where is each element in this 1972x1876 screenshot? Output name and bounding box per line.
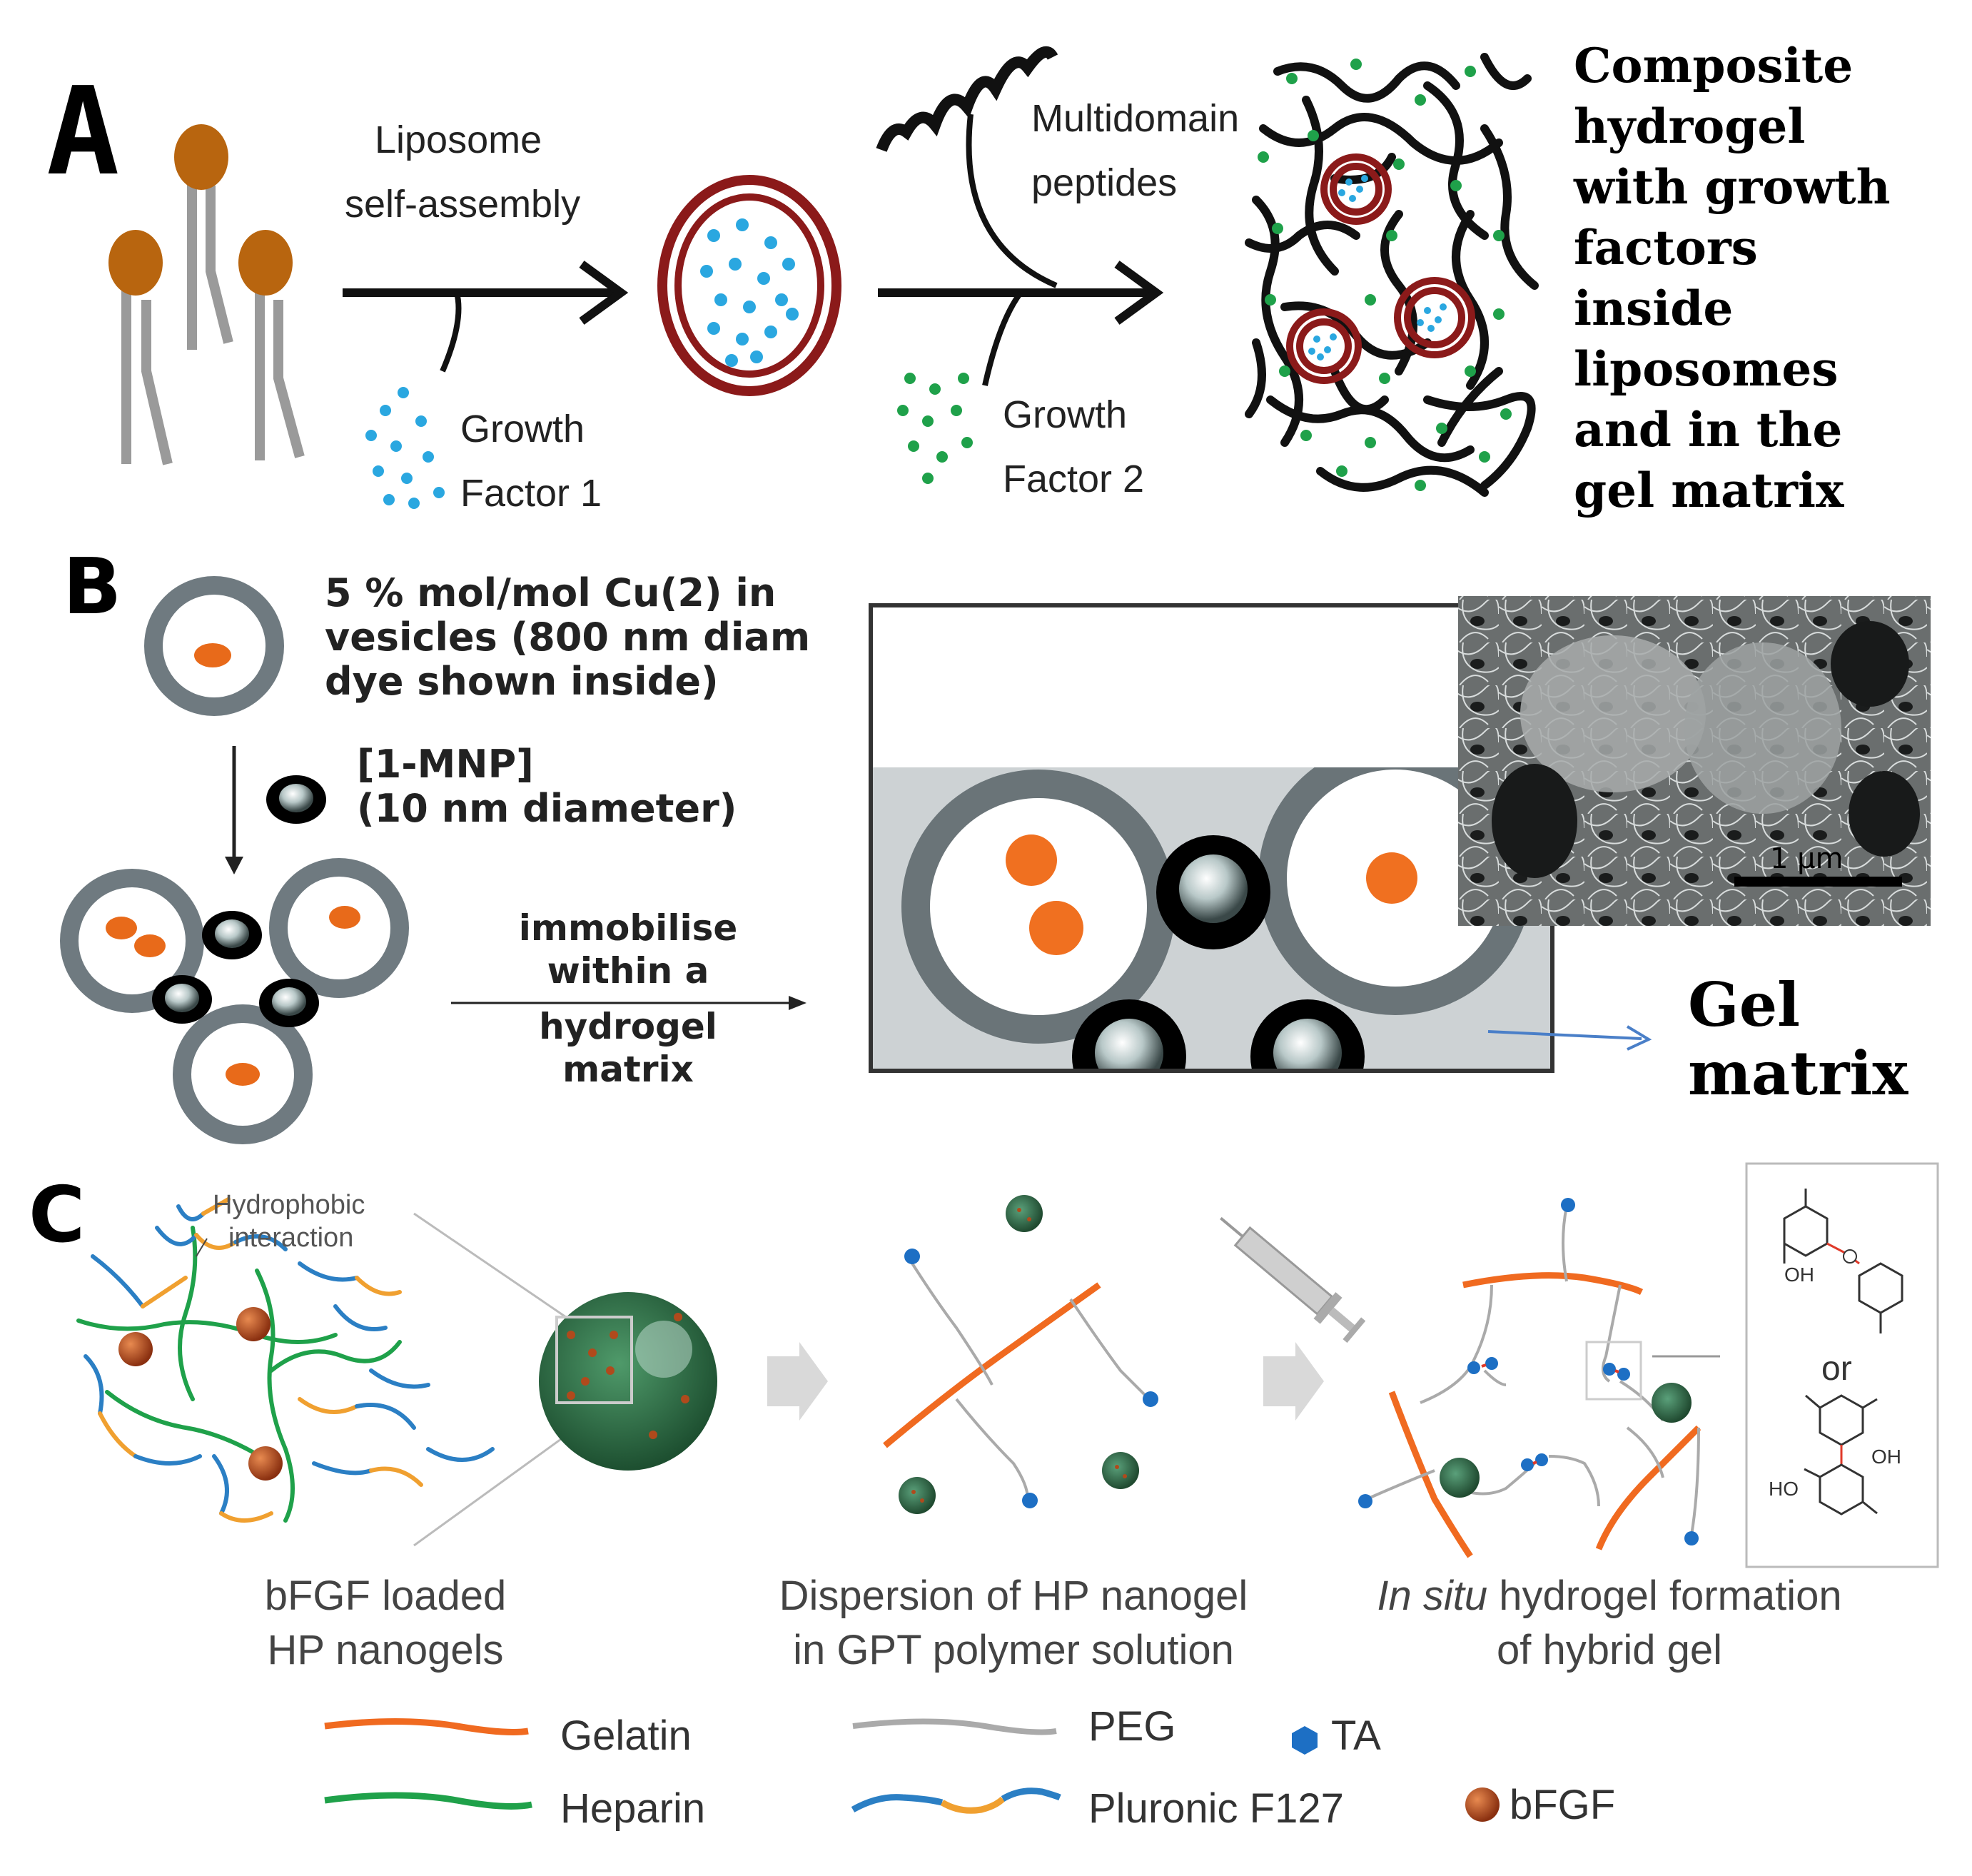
nanogel-network: [76, 1197, 495, 1523]
immobilise-line: immobilise: [518, 907, 738, 949]
label-multidomain: Multidomain: [1031, 97, 1240, 140]
gel-box: [869, 603, 1554, 1073]
vesicle-line-3: dye shown inside): [325, 659, 719, 704]
legend-gelatin: Gelatin: [560, 1713, 692, 1759]
caption-line: with growth: [1574, 159, 1891, 215]
legend: [324, 1718, 1500, 1822]
hydrophobic-label: Hydrophobic interaction: [213, 1189, 365, 1254]
vesicle-description: 5 % mol/mol Cu(2) in vesicles (800 nm di…: [325, 571, 810, 704]
panel-a-letter: A: [46, 61, 120, 203]
caption-in-situ: In situ hydrogel formation of hybrid gel: [1335, 1569, 1884, 1678]
caption-line: in GPT polymer solution: [793, 1627, 1234, 1673]
lipid-icon: [238, 230, 305, 460]
vesicle-line-2: vesicles (800 nm diam: [325, 615, 811, 660]
label-self-assembly: self-assembly: [345, 183, 581, 226]
label-growth-factor-1: Growth: [460, 408, 585, 450]
nanogel-icon: [539, 1292, 717, 1471]
caption-line: hydrogel: [1574, 99, 1806, 154]
caption-line: inside: [1574, 281, 1734, 336]
panel-b: [60, 576, 1931, 1144]
lipid-icon: [108, 230, 173, 465]
gel-matrix-label: Gel matrix: [1688, 971, 1908, 1108]
peptide-icon: [876, 46, 1058, 153]
caption-line: Dispersion of HP nanogel: [779, 1573, 1248, 1619]
chevron-right-icon: [1263, 1342, 1324, 1421]
caption-italic: In situ: [1377, 1573, 1488, 1619]
sem-image: [1458, 596, 1931, 926]
caption-rest: hydrogel formation: [1487, 1573, 1842, 1619]
vesicle-line-1b: 2: [677, 570, 704, 615]
label-peptides: peptides: [1031, 161, 1178, 204]
bfgf-icon: [1465, 1787, 1500, 1822]
chemical-structure-icon: [1745, 1162, 1939, 1568]
panel-b-letter: B: [63, 543, 122, 632]
caption-line: bFGF loaded: [264, 1573, 507, 1619]
lipid-icon: [174, 124, 233, 350]
immobilise-line: hydrogel: [539, 1006, 717, 1047]
hydrophobic-line: interaction: [228, 1223, 354, 1253]
liposome-icon: [657, 175, 841, 396]
chem-oh-2: OH: [1871, 1446, 1901, 1468]
panel-a: [108, 46, 1539, 509]
vesicle-icon: [144, 576, 284, 716]
caption-dispersion: Dispersion of HP nanogel in GPT polymer …: [735, 1569, 1292, 1678]
chem-oh-1: OH: [1784, 1264, 1814, 1286]
hydrophobic-line: Hydrophobic: [213, 1190, 365, 1220]
gpt-polymer-solution: [883, 1195, 1158, 1514]
legend-heparin: Heparin: [560, 1785, 706, 1832]
mnp-line-1b: 1: [374, 742, 402, 787]
mnp-line-1c: -MNP]: [401, 742, 534, 787]
caption-line: of hybrid gel: [1497, 1627, 1722, 1673]
mnp-icon: [266, 775, 326, 824]
gel-label-line: Gel: [1688, 969, 1801, 1040]
bfgf-icon: [118, 1332, 153, 1366]
ta-icon: [1292, 1726, 1318, 1755]
mnp-line-2: (10 nm diameter): [357, 786, 737, 831]
growth-factor-1-dots: [365, 387, 445, 509]
liposome-icon: [1286, 153, 1475, 384]
label-liposome: Liposome: [375, 118, 542, 161]
legend-ta: TA: [1331, 1713, 1381, 1759]
immobilise-line: matrix: [562, 1049, 694, 1090]
legend-pluronic: Pluronic F127: [1088, 1785, 1344, 1832]
caption-line: and in the: [1574, 402, 1843, 458]
vesicle-cluster: [60, 858, 409, 1144]
caption-line: liposomes: [1574, 341, 1839, 397]
gel-label-line: matrix: [1688, 1038, 1908, 1109]
caption-line: gel matrix: [1574, 463, 1844, 518]
immobilise-line: within a: [547, 950, 709, 992]
caption-line: Composite: [1574, 38, 1854, 94]
panel-a-caption: Composite hydrogel with growth factors i…: [1574, 36, 1891, 521]
hydrogel-network: [1245, 53, 1539, 497]
growth-factor-2-dots: [897, 373, 973, 484]
chem-or: or: [1821, 1350, 1852, 1388]
chem-ho: HO: [1769, 1478, 1799, 1500]
label-factor-1: Factor 1: [460, 472, 602, 515]
immobilise-label: immobilise within a hydrogel matrix: [464, 907, 792, 1091]
panel-c: [76, 1162, 1939, 1822]
syringe-icon: [1220, 1216, 1366, 1343]
hybrid-gel-network: [1358, 1198, 1720, 1558]
vesicle-line-1a: 5 % mol/mol Cu(: [325, 570, 678, 615]
bfgf-icon: [248, 1446, 283, 1481]
chevron-right-icon: [767, 1342, 828, 1421]
caption-nanogels: bFGF loaded HP nanogels: [214, 1569, 557, 1678]
bfgf-icon: [236, 1307, 270, 1341]
panel-c-letter: C: [29, 1171, 86, 1260]
caption-line: HP nanogels: [267, 1627, 504, 1673]
legend-bfgf: bFGF: [1510, 1782, 1616, 1828]
mnp-line-1a: [: [357, 742, 375, 787]
label-growth-factor-2: Growth: [1003, 393, 1128, 436]
vesicle-line-1c: ) in: [704, 570, 777, 615]
mnp-description: [1-MNP] (10 nm diameter): [357, 742, 737, 831]
caption-line: factors: [1574, 220, 1758, 276]
label-factor-2: Factor 2: [1003, 458, 1145, 500]
legend-peg: PEG: [1088, 1703, 1176, 1750]
scale-bar-label: 1 μm: [1770, 842, 1844, 875]
